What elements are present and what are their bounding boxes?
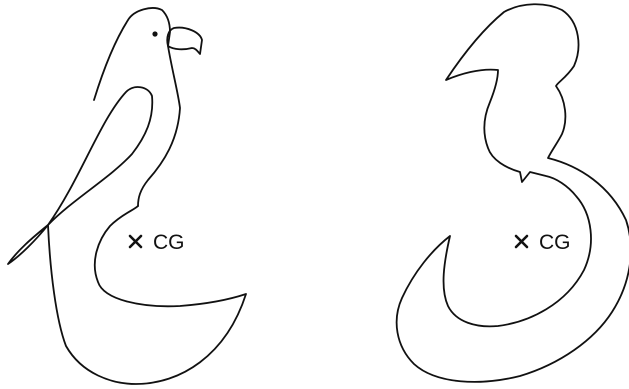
left-cg-marker: CG	[130, 231, 185, 254]
right-cg-marker: CG	[516, 231, 571, 254]
abstract-bird-outline	[397, 4, 629, 382]
parrot-beak	[167, 28, 202, 54]
abstract-bird-figure	[397, 4, 629, 382]
parrot-eye	[152, 31, 157, 36]
right-cg-label: CG	[539, 231, 571, 254]
left-cg-label: CG	[153, 231, 185, 254]
parrot-tail-curl	[48, 206, 246, 384]
parrot-figure	[8, 8, 246, 384]
